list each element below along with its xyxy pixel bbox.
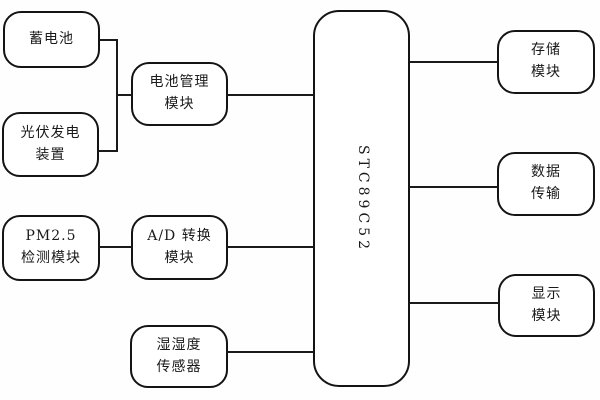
- humidity-sensor-label-line1: 湿湿度: [156, 336, 202, 353]
- storage-module-box: 存储 模块: [497, 30, 595, 94]
- humidity-sensor-box: 湿湿度 传感器: [130, 325, 228, 388]
- mcu-label: STC89C52: [354, 144, 371, 253]
- wire-mcu-to-data-transfer: [409, 186, 498, 188]
- pm25-label-line1: PM2.5: [25, 228, 77, 245]
- wire-junction-to-battery-mgmt: [116, 94, 132, 96]
- wire-battery-to-junction: [100, 39, 118, 41]
- battery-box: 蓄电池: [3, 11, 100, 68]
- wire-humidity-to-mcu: [227, 351, 314, 353]
- wire-mcu-to-display: [409, 302, 499, 304]
- data-transfer-label-line1: 数据: [531, 164, 561, 181]
- battery-mgmt-box: 电池管理 模块: [131, 62, 228, 126]
- wire-pm25-to-ad-converter: [99, 246, 132, 248]
- data-transfer-box: 数据 传输: [497, 152, 595, 216]
- humidity-sensor-label-line2: 传感器: [156, 358, 202, 375]
- data-transfer-label-line2: 传输: [531, 186, 561, 202]
- pv-device-label-line1: 光伏发电: [20, 124, 81, 141]
- wire-pv-to-junction: [98, 150, 118, 152]
- ad-converter-label-line1: A/D 转换: [147, 227, 212, 244]
- display-module-box: 显示 模块: [498, 274, 595, 337]
- pv-device-label-line2: 装置: [35, 146, 66, 163]
- pv-device-box: 光伏发电 装置: [2, 112, 99, 177]
- ad-converter-label-line2: 模块: [164, 249, 195, 266]
- pm25-module-box: PM2.5 检测模块: [2, 215, 100, 281]
- battery-label: 蓄电池: [29, 30, 74, 47]
- display-label-line2: 模块: [531, 307, 562, 324]
- pm25-label-line2: 检测模块: [21, 250, 81, 266]
- ad-converter-box: A/D 转换 模块: [131, 215, 228, 280]
- wire-battery-mgmt-to-mcu: [227, 94, 314, 96]
- wire-mcu-to-storage: [409, 61, 498, 63]
- storage-label-line1: 存储: [531, 42, 561, 59]
- battery-mgmt-label-line1: 电池管理: [149, 74, 210, 91]
- storage-label-line2: 模块: [531, 64, 561, 80]
- battery-mgmt-label-line2: 模块: [164, 96, 195, 112]
- mcu-box: STC89C52: [313, 10, 410, 387]
- wire-ad-converter-to-mcu: [227, 246, 314, 248]
- display-label-line1: 显示: [531, 285, 562, 302]
